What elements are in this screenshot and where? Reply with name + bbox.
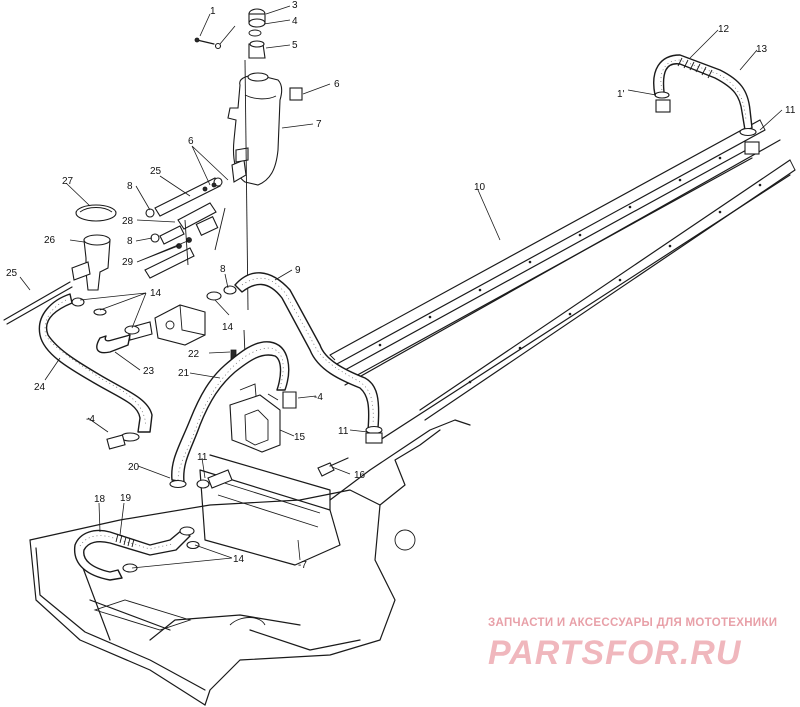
callout-11-lower: 11 bbox=[197, 452, 208, 463]
callout-4: 4 bbox=[292, 16, 298, 27]
callout-19: 19 bbox=[120, 493, 132, 504]
hose-21 bbox=[169, 341, 297, 489]
callout-7-lower: -7 bbox=[298, 560, 307, 571]
coolant-reservoir bbox=[194, 8, 303, 311]
callout-6-tee: 6 bbox=[188, 136, 194, 147]
callout-14-mid: 14 bbox=[222, 322, 234, 333]
callout-1: 1 bbox=[210, 6, 216, 17]
callout-18: 18 bbox=[94, 494, 106, 505]
callout-21: 21 bbox=[178, 368, 190, 379]
watermark-tagline: ЗАПЧАСТИ И АКСЕССУАРЫ ДЛЯ МОТОТЕХНИКИ bbox=[488, 617, 777, 629]
hose-9 bbox=[234, 272, 383, 444]
callout-12: 12 bbox=[718, 24, 730, 35]
callout-16: 16 bbox=[354, 470, 366, 481]
callout-3: 3 bbox=[292, 0, 298, 11]
hose-24 bbox=[38, 293, 153, 450]
callout-28: 28 bbox=[122, 216, 134, 227]
callout-1-prime: 1' bbox=[617, 89, 625, 100]
callout-7: 7 bbox=[316, 119, 322, 130]
callout-11-right: 11 bbox=[785, 105, 796, 116]
callout-13: 13 bbox=[756, 44, 768, 55]
tee-fittings bbox=[144, 177, 226, 279]
callout-23: 23 bbox=[143, 366, 155, 377]
callout-4-right: -4 bbox=[314, 392, 323, 403]
hose-23 bbox=[71, 297, 140, 354]
watermark: ЗАПЧАСТИ И АКСЕССУАРЫ ДЛЯ МОТОТЕХНИКИ PA… bbox=[488, 617, 777, 672]
callout-8-b: 8 bbox=[127, 236, 133, 247]
callout-10: 10 bbox=[474, 182, 486, 193]
chassis-frame bbox=[29, 119, 796, 706]
callout-20: 20 bbox=[128, 462, 140, 473]
callout-14-lower: 14 bbox=[233, 554, 245, 565]
callout-9: 9 bbox=[295, 265, 301, 276]
callout-15: 15 bbox=[294, 432, 306, 443]
callout-11-mid: 11 bbox=[338, 426, 349, 437]
heat-exchanger-rails bbox=[344, 147, 753, 379]
leader-lines bbox=[19, 5, 783, 569]
callout-labels: 1 1' 3 4 -4 -4 5 6 6 7 -7 8 8 8 9 10 11 … bbox=[6, 0, 796, 571]
callout-8-c: 8 bbox=[220, 264, 226, 275]
bolt-16 bbox=[317, 457, 349, 477]
callout-29: 29 bbox=[122, 257, 134, 268]
callout-25-tee: 25 bbox=[150, 166, 162, 177]
watermark-logo: PARTSFOR.RU bbox=[488, 634, 742, 672]
callout-25-rod: 25 bbox=[6, 268, 18, 279]
callout-5: 5 bbox=[292, 40, 298, 51]
callout-14-left: 14 bbox=[150, 288, 162, 299]
rear-hose-loop bbox=[653, 54, 760, 155]
callout-8-a: 8 bbox=[127, 181, 133, 192]
bracket-15 bbox=[229, 383, 281, 453]
callout-24: 24 bbox=[34, 382, 46, 393]
callout-4-left: -4 bbox=[86, 414, 95, 425]
callout-27: 27 bbox=[62, 176, 74, 187]
callout-26: 26 bbox=[44, 235, 56, 246]
filler-neck bbox=[3, 204, 117, 325]
callout-22: 22 bbox=[188, 349, 200, 360]
callout-6: 6 bbox=[334, 79, 340, 90]
hose-18 bbox=[74, 526, 200, 581]
